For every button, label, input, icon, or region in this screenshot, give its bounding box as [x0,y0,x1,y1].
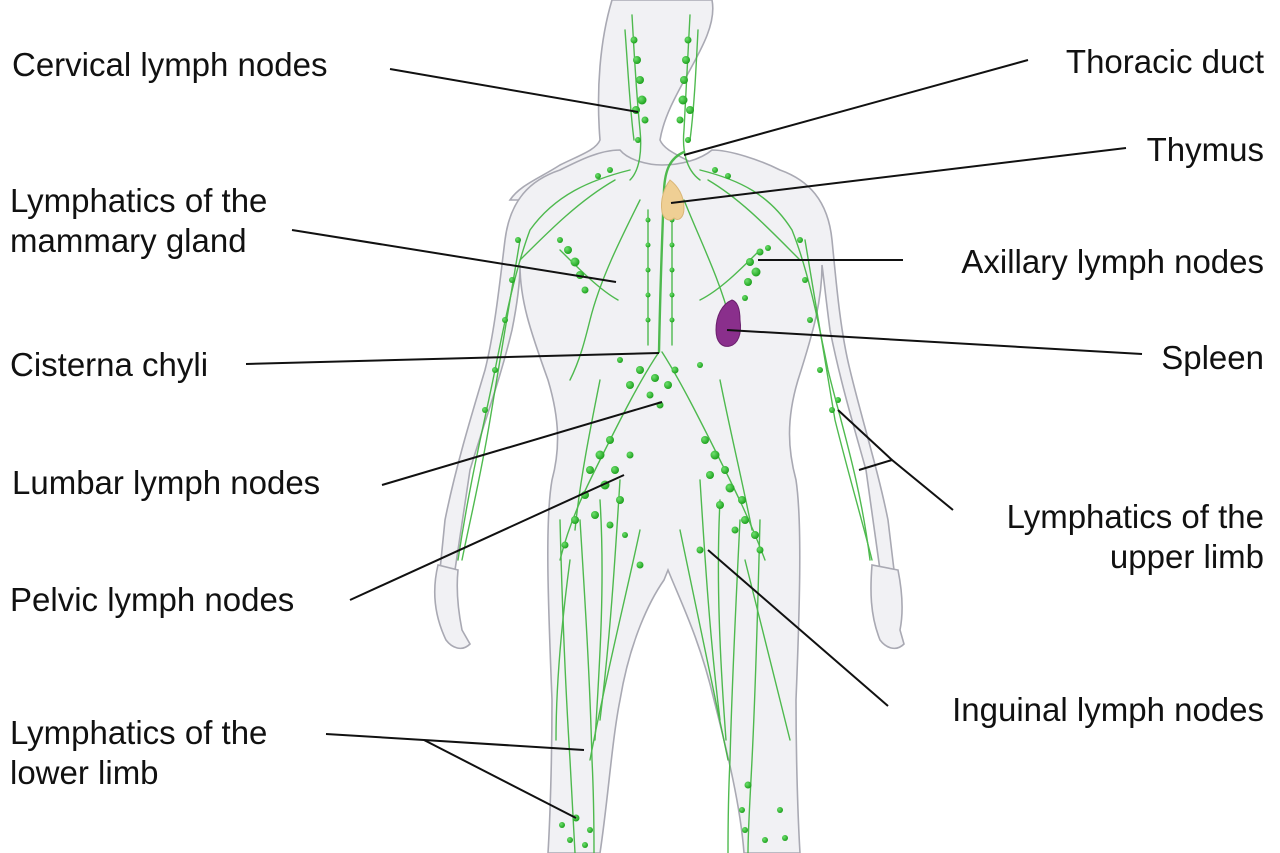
label-inguinal-lymph-nodes: Inguinal lymph nodes [952,691,1264,728]
label-thymus: Thymus [1146,131,1264,168]
lymph-nodes [482,36,841,848]
label-cervical-lymph-nodes: Cervical lymph nodes [12,46,328,83]
leader-inguinal [707,549,889,707]
leader-pelvic [349,474,625,601]
right-hand-outline [870,564,905,650]
label-lymphatics-upper-limb: Lymphatics of the upper limb [1006,498,1264,575]
spleen-organ [715,299,741,347]
leader-upper-limb-2 [837,409,893,461]
leader-lines [245,59,1143,819]
leader-lumbar [381,401,663,486]
leader-lower-limb [325,733,585,751]
label-cisterna-chyli: Cisterna chyli [10,346,209,383]
label-lumbar-lymph-nodes: Lumbar lymph nodes [12,464,321,501]
leader-cervical [389,68,639,113]
label-lymphatics-lower-limb: Lymphatics of the lower limb [10,714,268,791]
left-hand-outline [433,564,471,650]
label-spleen: Spleen [1161,339,1264,376]
leader-lower-limb-2 [423,739,577,819]
leader-thoracic-duct [683,59,1029,156]
leader-mammary [291,229,617,283]
label-pelvic-lymph-nodes: Pelvic lymph nodes [10,581,295,618]
label-axillary-lymph-nodes: Axillary lymph nodes [961,243,1264,280]
label-lymphatics-mammary-gland: Lymphatics of the mammary gland [10,182,268,259]
label-thoracic-duct: Thoracic duct [1065,43,1264,80]
leader-cisterna [245,352,660,365]
body-silhouette [433,0,905,853]
leader-thymus [670,147,1127,204]
thymus-organ [661,179,685,221]
leader-spleen [726,329,1143,355]
torso-outline [439,149,895,853]
